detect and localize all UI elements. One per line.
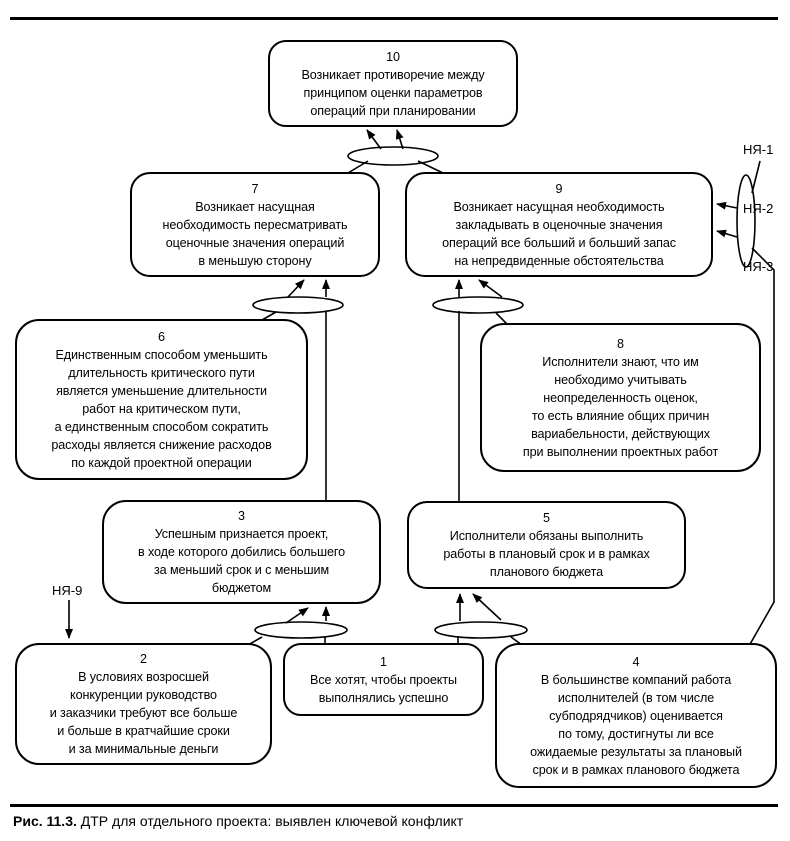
edge-4-to-side-junction [748,247,775,647]
label-nya-3: НЯ-3 [743,259,774,274]
arrow-to-5-diagonal [472,593,502,621]
node-1: 1 Все хотят, чтобы проекты выполнялись у… [283,643,484,716]
junction-ellipses [252,146,756,639]
bottom-rule [10,804,778,807]
node-1-number: 1 [380,654,387,669]
node-3-text: Успешным признается проект, в ходе котор… [137,527,346,595]
junction-ellipse-side-to-9 [736,174,756,268]
label-nya-9: НЯ-9 [52,583,83,598]
arrows [65,129,738,639]
junction-ellipse-to-5 [434,621,528,639]
node-6-text: Единственным способом уменьшить длительн… [51,347,272,470]
node-6: 6 Единственным способом уменьшить длител… [15,319,308,480]
node-7-text: Возникает насущная необходимость пересма… [162,199,348,268]
node-4-number: 4 [632,654,640,669]
junction-ellipse-to-7 [252,296,344,314]
arrow-to-9-diagonal [478,279,503,298]
node-10-text: Возникает противоречие между принципом о… [301,67,485,118]
node-4-text: В большинстве компаний работа исполнител… [530,672,742,777]
node-7: 7 Возникает насущная необходимость перес… [130,172,380,277]
node-3: 3 Успешным признается проект, в ходе кот… [102,500,381,604]
figure-caption-label: Рис. 11.3. [13,813,77,829]
node-1-text: Все хотят, чтобы проекты выполнялись усп… [310,672,457,705]
arrow-to-10-right [395,129,404,150]
node-8-number: 8 [617,336,624,351]
node-9-number: 9 [555,181,563,196]
node-8: 8 Исполнители знают, что им необходимо у… [480,323,761,472]
figure-caption: Рис. 11.3. ДТР для отдельного проекта: в… [13,812,463,830]
junction-ellipse-to-3 [254,621,348,639]
edge-nya-to-junction [751,160,761,194]
figure-caption-text: ДТР для отдельного проекта: выявлен ключ… [76,813,464,829]
node-2-text: В условиях возросшей конкуренции руковод… [49,670,238,756]
node-3-number: 3 [238,509,245,523]
connector-lines [247,160,775,647]
node-9-text: Возникает насущная необходимость заклады… [442,199,676,268]
arrow-to-10-left [366,129,382,150]
node-6-number: 6 [158,329,165,344]
node-9: 9 Возникает насущная необходимость закла… [405,172,713,277]
node-10-number: 10 [386,49,400,64]
node-5: 5 Исполнители обязаны выполнить работы в… [407,501,686,589]
node-10: 10 Возникает противоречие между принципо… [268,40,518,127]
junction-ellipse-to-10 [347,146,439,166]
node-5-number: 5 [543,511,550,525]
arrow-side-to-9-top [716,201,738,210]
label-nya-1: НЯ-1 [743,142,774,157]
node-5-text: Исполнители обязаны выполнить работы в п… [443,529,650,579]
node-2-number: 2 [140,652,147,666]
node-8-text: Исполнители знают, что им необходимо учи… [522,354,719,459]
arrow-side-to-9-bottom [716,229,738,238]
top-rule [10,17,778,20]
node-7-number: 7 [251,181,259,196]
label-nya-group: НЯ-1 НЯ-2 НЯ-3 [743,101,773,316]
arrow-to-3-diagonal [285,607,309,624]
node-2: 2 В условиях возросшей конкуренции руков… [15,643,272,765]
node-4: 4 В большинстве компаний работа исполнит… [495,643,777,788]
junction-ellipse-to-9 [432,296,524,314]
arrow-to-7-diagonal [287,279,305,298]
label-nya-2: НЯ-2 [743,200,774,216]
edge-6-to-junction [261,311,277,321]
